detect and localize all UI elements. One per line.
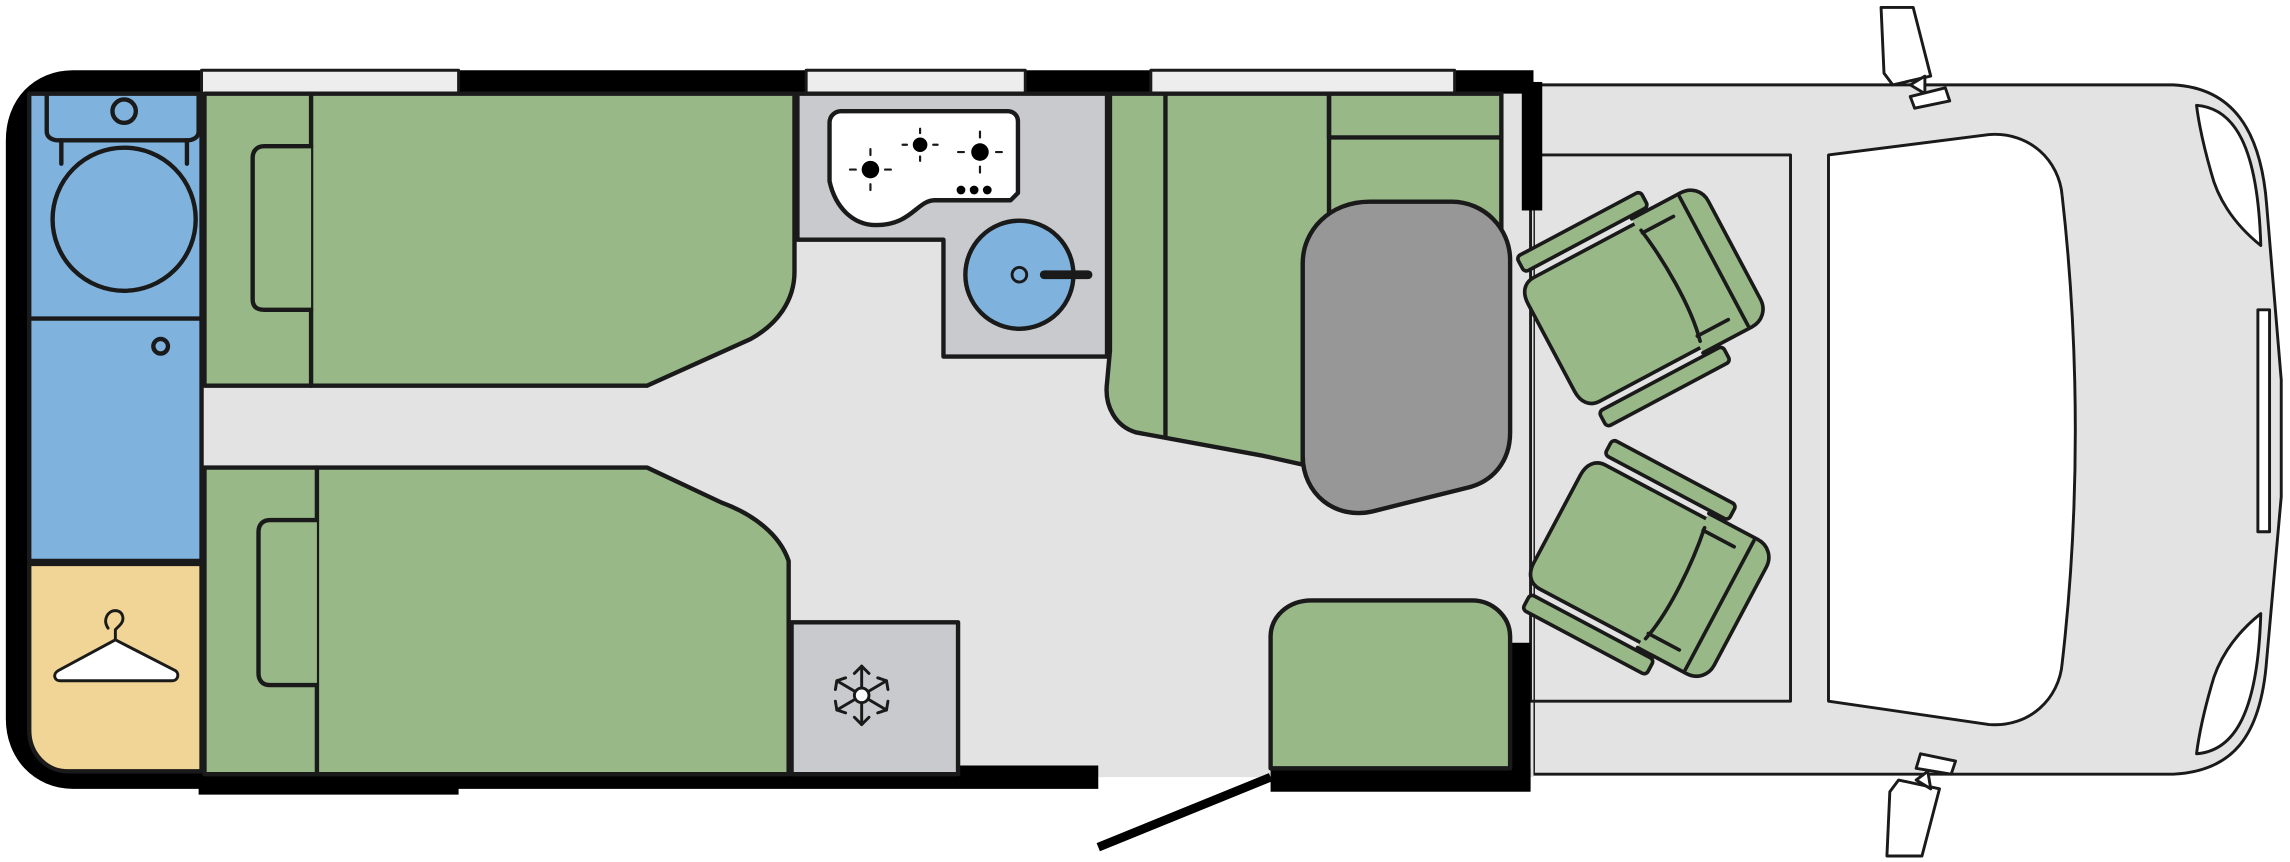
- mirror-icon: [1885, 752, 1958, 858]
- wall-stub: [1510, 642, 1531, 789]
- mirror-icon: [1879, 6, 1952, 110]
- fridge: [789, 620, 961, 777]
- cab-seat-icon: [1516, 188, 1765, 428]
- hob-icon: [827, 108, 1021, 228]
- clothes-hanger-icon: [53, 609, 180, 683]
- cab-seat-icon: [1521, 438, 1771, 678]
- toilet-icon: [44, 91, 201, 293]
- sink-icon: [963, 218, 1093, 331]
- entrance-door: [1096, 773, 1273, 852]
- cab-dashboard: [1827, 133, 2077, 727]
- snowflake-icon: [833, 664, 890, 727]
- shower-drain: [151, 336, 171, 356]
- cab-floor: [1529, 153, 1792, 703]
- wall-segment: [1270, 768, 1531, 792]
- window: [804, 68, 1027, 96]
- window: [200, 68, 461, 96]
- window: [1149, 68, 1457, 96]
- windscreen: [2195, 612, 2263, 756]
- rear-bed-right: [202, 465, 791, 777]
- dinette-table: [1300, 199, 1513, 516]
- wall-stub: [1521, 81, 1543, 211]
- rear-bed-left: [202, 91, 797, 388]
- windscreen: [2195, 103, 2263, 247]
- dashboard-vent: [2256, 308, 2272, 534]
- side-seat: [1268, 598, 1513, 771]
